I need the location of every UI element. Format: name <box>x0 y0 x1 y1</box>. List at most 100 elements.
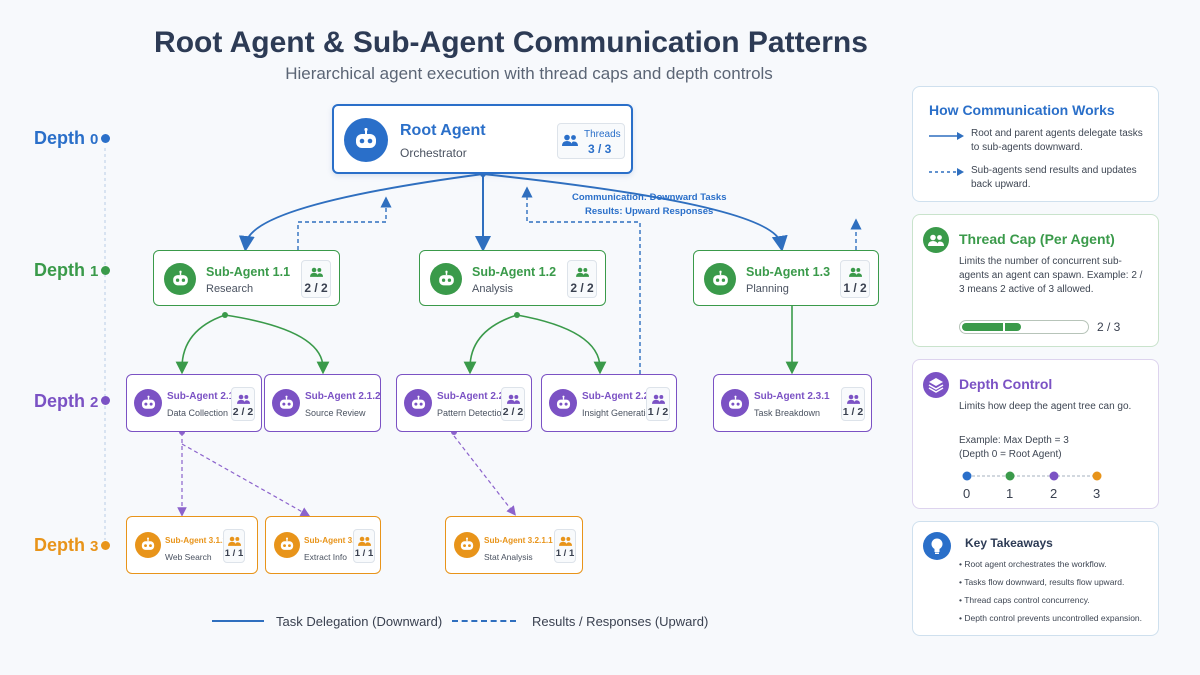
robot-icon <box>721 389 749 417</box>
agent-role: Pattern Detection <box>437 408 507 418</box>
agent-role: Source Review <box>305 408 366 418</box>
thread-counter: 1 / 1 <box>353 529 375 563</box>
group-icon <box>842 391 864 409</box>
delegation-line <box>482 173 788 252</box>
agent-role: Extract Info <box>304 552 347 562</box>
panel-title: How Communication Works <box>929 102 1115 118</box>
group-icon <box>562 133 578 151</box>
root-agent-card[interactable]: Root Agent Orchestrator Threads 3 / 3 <box>332 104 633 174</box>
agent-role: Planning <box>746 283 789 295</box>
agent-role: Task Breakdown <box>754 408 821 418</box>
panel-title: Key Takeaways <box>965 536 1053 550</box>
agent-role: Web Search <box>165 552 212 562</box>
robot-icon <box>430 263 462 295</box>
agent-name: Sub-Agent 1.1 <box>206 265 291 279</box>
group-icon <box>354 533 374 551</box>
group-icon <box>555 533 575 551</box>
robot-icon <box>549 389 577 417</box>
delegation-line <box>453 435 516 516</box>
thread-cap-panel: Thread Cap (Per Agent) Limits the number… <box>912 214 1159 347</box>
thread-counter: 2 / 2 <box>301 260 331 298</box>
panel-title: Thread Cap (Per Agent) <box>959 231 1115 247</box>
panel-text: Example: Max Depth = 3 <box>959 435 1069 446</box>
delegation-line <box>463 314 518 375</box>
thread-counter: 2 / 2 <box>231 387 255 421</box>
thread-counter: 1 / 1 <box>223 529 245 563</box>
group-icon <box>302 264 330 282</box>
group-icon <box>232 391 254 409</box>
group-icon <box>647 391 669 409</box>
dashed-arrow-icon <box>929 168 964 176</box>
how-communication-panel: How Communication Works Root and parent … <box>912 86 1159 202</box>
thread-counter: 1 / 2 <box>840 260 870 298</box>
robot-icon <box>274 532 300 558</box>
response-line <box>521 186 641 374</box>
legend-down-label: Task Delegation (Downward) <box>276 614 443 629</box>
solid-arrow-icon <box>929 132 964 140</box>
thread-cap-bar <box>959 320 1089 334</box>
legend-dashed-line <box>452 620 516 622</box>
agent-role: Orchestrator <box>400 146 467 160</box>
group-icon <box>224 533 244 551</box>
depth-marker-2 <box>101 396 110 405</box>
depth-marker-1 <box>101 266 110 275</box>
robot-icon <box>134 389 162 417</box>
robot-icon <box>454 532 480 558</box>
delegation-line <box>224 314 330 375</box>
agent-name: Sub-Agent 3.1.1.1 <box>165 536 234 545</box>
flow-annotation-1: Communication: Downward Tasks <box>572 192 727 203</box>
thread-cap-value: 2 / 3 <box>1097 320 1121 334</box>
thread-counter: 2 / 2 <box>501 387 525 421</box>
thread-counter: Threads 3 / 3 <box>557 123 625 159</box>
panel-text: Limits how deep the agent tree can go. <box>959 401 1132 412</box>
takeaway-item: • Tasks flow downward, results flow upwa… <box>959 577 1125 587</box>
depth-scale <box>962 471 1102 481</box>
solid-arrow-text: Root and parent agents delegate tasks to… <box>971 128 1143 153</box>
delegation-line <box>181 443 311 517</box>
agent-role: Insight Generation <box>582 408 656 418</box>
panel-text: Limits the number of concurrent sub-agen… <box>959 256 1143 295</box>
dashed-arrow-text: Sub-agents send results and updates back… <box>971 165 1137 190</box>
takeaway-item: • Depth control prevents uncontrolled ex… <box>959 613 1143 623</box>
thread-cap-bar-fill <box>962 323 1021 331</box>
lightbulb-icon <box>923 532 951 560</box>
delegation-line <box>238 173 484 252</box>
depth-scale-label: 0 <box>963 486 971 501</box>
robot-icon <box>164 263 196 295</box>
agent-name: Sub-Agent 2.3.1 <box>754 391 830 402</box>
page-title: Root Agent & Sub-Agent Communication Pat… <box>154 26 868 59</box>
depth-marker-0 <box>101 134 110 143</box>
depth-marker-3 <box>101 541 110 550</box>
layers-icon <box>923 372 949 398</box>
group-icon <box>841 264 869 282</box>
group-icon <box>568 264 596 282</box>
thread-counter: 1 / 2 <box>646 387 670 421</box>
depth-scale-label: 1 <box>1006 486 1014 501</box>
legend-solid-line <box>212 620 264 622</box>
group-icon <box>502 391 524 409</box>
thread-counter: 1 / 1 <box>554 529 576 563</box>
page-subtitle: Hierarchical agent execution with thread… <box>285 64 773 83</box>
delegation-line <box>175 314 226 375</box>
robot-icon <box>704 263 736 295</box>
thread-counter: 2 / 2 <box>567 260 597 298</box>
robot-icon <box>272 389 300 417</box>
legend-up-label: Results / Responses (Upward) <box>532 614 709 629</box>
flow-annotation-2: Results: Upward Responses <box>585 206 714 217</box>
robot-icon <box>404 389 432 417</box>
agent-role: Data Collection <box>167 408 229 418</box>
takeaway-item: • Root agent orchestrates the workflow. <box>959 559 1107 569</box>
